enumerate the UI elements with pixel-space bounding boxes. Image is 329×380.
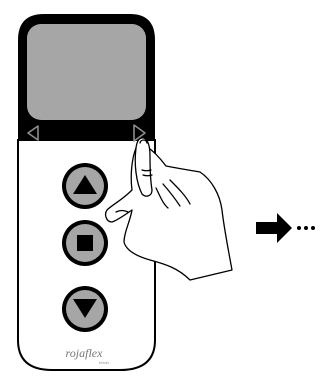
- right-arrow-icon-flow: [256, 213, 292, 243]
- continuation-dot: [297, 226, 301, 230]
- continuation-dot: [304, 226, 308, 230]
- left-arrow-icon[interactable]: [27, 125, 39, 141]
- down-button[interactable]: [62, 286, 108, 332]
- right-arrow-icon[interactable]: [133, 124, 146, 142]
- pointing-hand-icon: [105, 137, 233, 281]
- remote-control: rojaflex blinds: [17, 14, 156, 371]
- stop-square-icon: [77, 235, 93, 251]
- continuation-dot: [311, 226, 315, 230]
- flow-arrow: [256, 213, 315, 243]
- brand-logo: rojaflex: [66, 346, 104, 360]
- up-triangle-icon: [73, 175, 97, 194]
- down-triangle-icon: [73, 299, 97, 318]
- up-button[interactable]: [62, 163, 108, 209]
- brand-subtext: blinds: [99, 360, 109, 365]
- remote-display-screen: [27, 24, 146, 120]
- stop-button[interactable]: [62, 220, 108, 266]
